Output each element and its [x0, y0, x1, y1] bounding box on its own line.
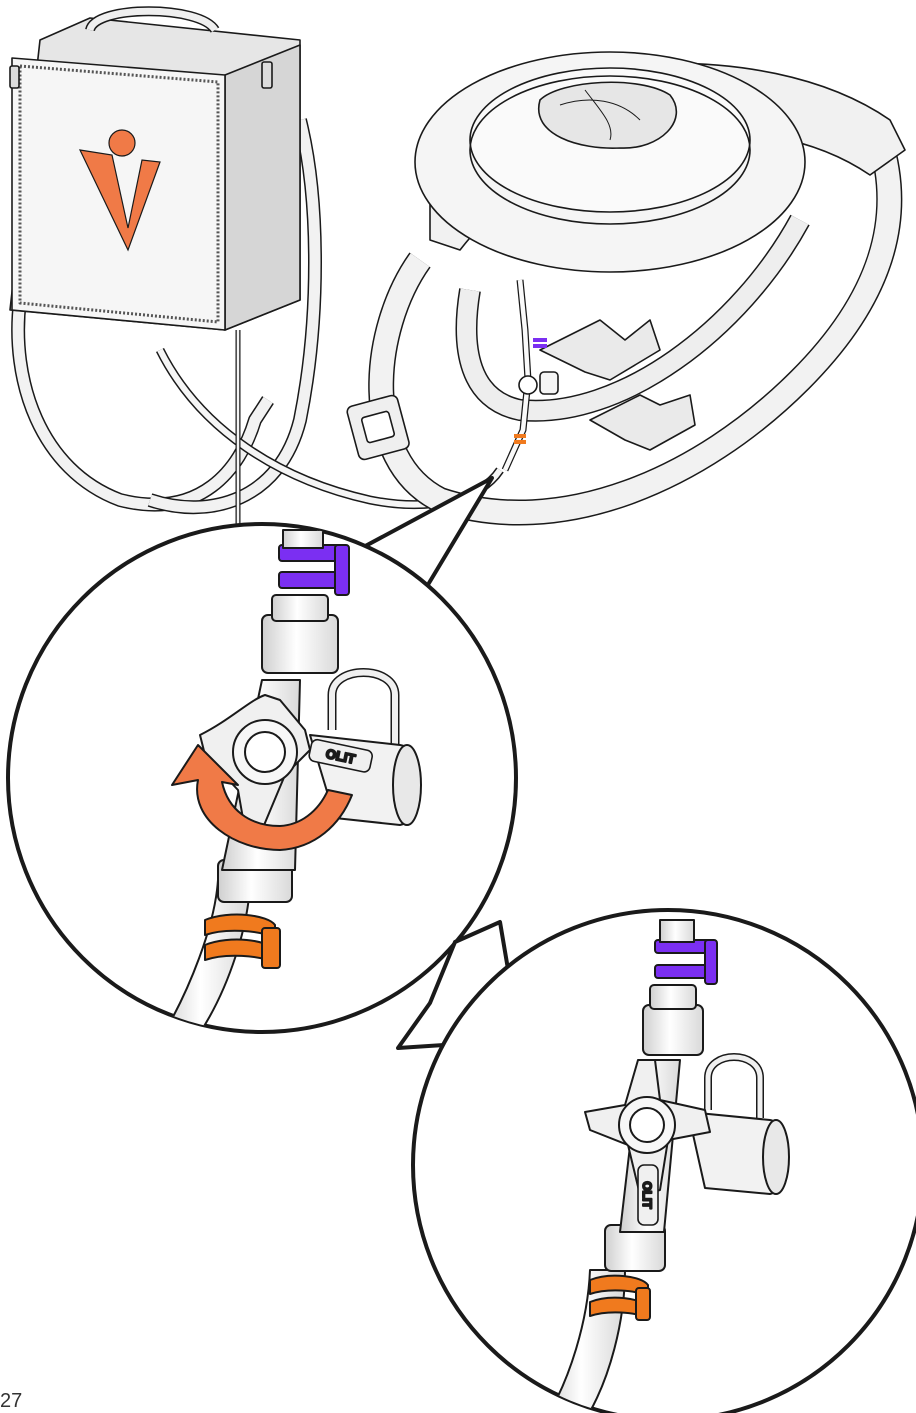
zoom-view-before: OLIT	[8, 524, 516, 1040]
valve-marking-after: OLIT	[640, 1181, 654, 1209]
harness	[346, 52, 905, 513]
zoom-view-after: OLIT	[413, 910, 916, 1413]
page-number: 27	[0, 1390, 22, 1412]
small-stopcock	[519, 376, 537, 394]
